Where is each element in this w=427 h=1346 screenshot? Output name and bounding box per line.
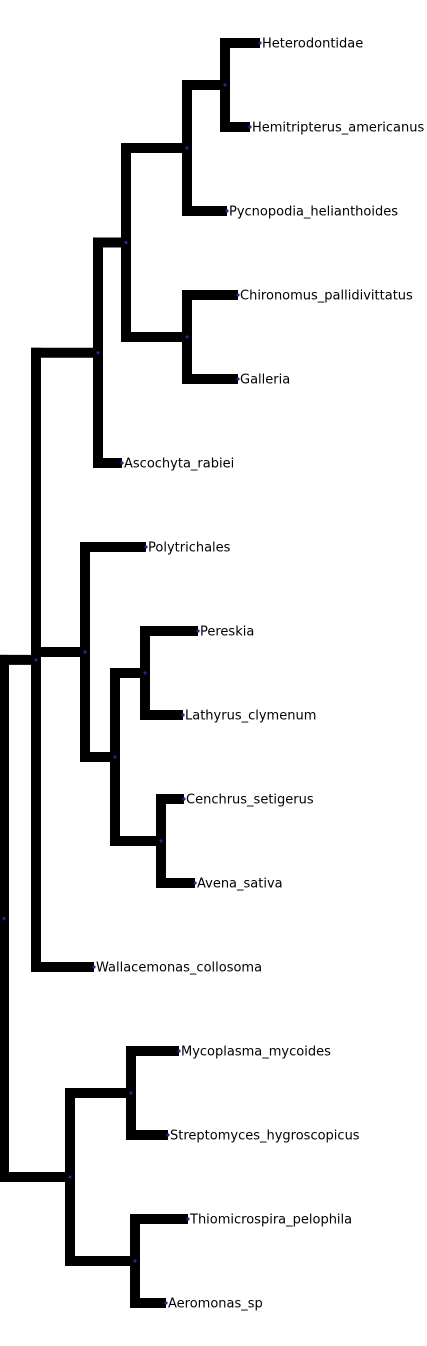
- n12-horizontal-branch: [65, 1088, 131, 1098]
- n11-node-dot: [68, 1175, 72, 1179]
- leaf-streptomyces-tip-dot: [166, 1133, 170, 1137]
- leaf-cenchrus-label: Cenchrus_setigerus: [186, 793, 314, 808]
- leaf-galleria-horizontal-branch: [182, 374, 238, 384]
- root-node-dot: [2, 916, 6, 921]
- leaf-ascochyta-label: Ascochyta_rabiei: [124, 457, 234, 472]
- leaf-aeromonas-label: Aeromonas_sp: [168, 1297, 263, 1312]
- leaf-pereskia-tip-dot: [196, 629, 200, 633]
- n2-horizontal-branch: [31, 347, 98, 358]
- leaf-streptomyces-horizontal-branch: [126, 1130, 168, 1140]
- leaf-lathyrus-horizontal-branch: [140, 710, 183, 720]
- leaf-cenchrus-tip-dot: [182, 797, 186, 801]
- leaf-avena-label: Avena_sativa: [197, 877, 283, 892]
- leaf-thiomicrospira-horizontal-branch: [130, 1214, 188, 1224]
- leaf-cenchrus-horizontal-branch: [156, 794, 184, 804]
- n13-node-dot: [133, 1259, 137, 1263]
- leaf-thiomicrospira-label: Thiomicrospira_pelophila: [189, 1213, 352, 1228]
- leaf-chironomus-horizontal-branch: [182, 290, 238, 300]
- leaf-streptomyces-label: Streptomyces_hygroscopicus: [170, 1129, 360, 1144]
- leaf-labels: HeterodontidaeHemitripterus_americanusPy…: [96, 37, 424, 1312]
- n10-horizontal-branch: [110, 836, 161, 846]
- leaf-wallacemonas-horizontal-branch: [31, 962, 94, 972]
- leaf-lathyrus-tip-dot: [181, 713, 185, 717]
- leaf-wallacemonas-label: Wallacemonas_collosoma: [96, 961, 262, 976]
- n7-horizontal-branch: [31, 647, 85, 657]
- leaf-aeromonas-tip-dot: [164, 1301, 168, 1305]
- leaf-pereskia-horizontal-branch: [140, 626, 198, 636]
- leaf-pereskia-label: Pereskia: [200, 625, 254, 640]
- leaf-pycnopodia-tip-dot: [225, 209, 229, 213]
- n6-horizontal-branch: [121, 332, 187, 342]
- n4-horizontal-branch: [121, 143, 187, 153]
- n10-node-dot: [159, 839, 163, 843]
- n12-node-dot: [129, 1091, 133, 1095]
- n3-horizontal-branch: [93, 237, 126, 248]
- leaf-chironomus-tip-dot: [236, 293, 240, 297]
- n4-node-dot: [185, 146, 189, 150]
- leaf-hemitripterus-horizontal-branch: [220, 122, 250, 132]
- n3-node-dot: [124, 240, 128, 245]
- leaf-chironomus-label: Chironomus_pallidivittatus: [240, 289, 413, 304]
- n6-node-dot: [185, 335, 189, 339]
- leaf-heterodontidae-horizontal-branch: [220, 38, 260, 48]
- leaf-pycnopodia-label: Pycnopodia_helianthoides: [229, 205, 398, 220]
- leaf-lathyrus-label: Lathyrus_clymenum: [185, 709, 316, 724]
- leaf-pycnopodia-horizontal-branch: [182, 206, 227, 216]
- leaf-hemitripterus-label: Hemitripterus_americanus: [252, 121, 424, 136]
- leaf-mycoplasma-label: Mycoplasma_mycoides: [181, 1045, 331, 1060]
- leaf-thiomicrospira-tip-dot: [186, 1217, 190, 1221]
- n8-node-dot: [113, 755, 117, 759]
- leaf-galleria-label: Galleria: [240, 373, 290, 388]
- n1-horizontal-branch: [0, 654, 36, 665]
- n2-node-dot: [96, 351, 100, 355]
- leaf-ascochyta-tip-dot: [120, 461, 124, 465]
- leaf-polytrichales-tip-dot: [144, 545, 148, 549]
- n7-node-dot: [83, 650, 87, 654]
- leaf-heterodontidae-tip-dot: [258, 41, 262, 45]
- branches: [0, 38, 260, 1308]
- leaf-polytrichales-label: Polytrichales: [148, 541, 231, 556]
- leaf-mycoplasma-horizontal-branch: [126, 1046, 179, 1056]
- leaf-avena-tip-dot: [193, 881, 197, 885]
- nodes: [2, 41, 262, 1305]
- n8-horizontal-branch: [80, 752, 115, 762]
- leaf-ascochyta-horizontal-branch: [93, 458, 122, 468]
- n1-node-dot: [34, 658, 38, 662]
- leaf-wallacemonas-tip-dot: [92, 965, 96, 969]
- leaf-mycoplasma-tip-dot: [177, 1049, 181, 1053]
- leaf-hemitripterus-tip-dot: [248, 125, 252, 129]
- n5-node-dot: [223, 83, 227, 87]
- leaf-heterodontidae-label: Heterodontidae: [262, 37, 363, 52]
- n11-horizontal-branch: [0, 1172, 70, 1182]
- n9-node-dot: [143, 671, 147, 675]
- leaf-avena-horizontal-branch: [156, 878, 195, 888]
- leaf-polytrichales-horizontal-branch: [80, 542, 146, 552]
- leaf-galleria-tip-dot: [236, 377, 240, 381]
- n9-horizontal-branch: [110, 668, 145, 678]
- n5-horizontal-branch: [182, 80, 225, 90]
- n13-horizontal-branch: [65, 1256, 135, 1266]
- leaf-aeromonas-horizontal-branch: [130, 1298, 166, 1308]
